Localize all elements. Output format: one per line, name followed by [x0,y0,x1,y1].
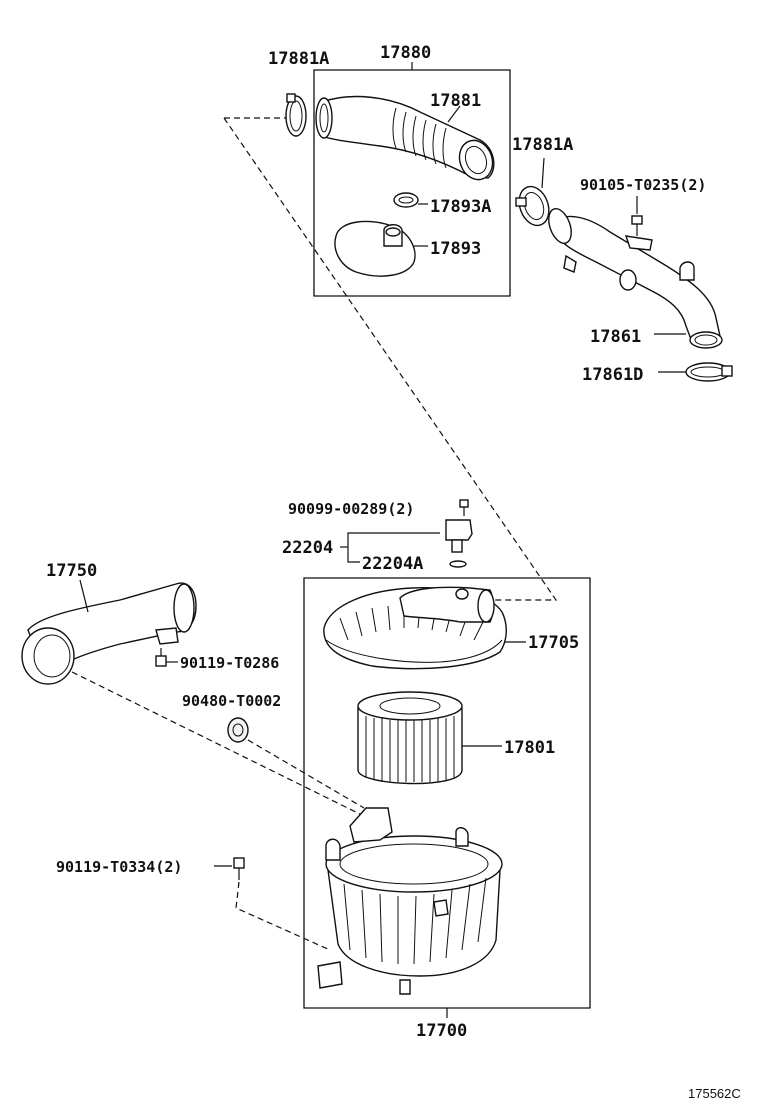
label-17893: 17893 [430,239,481,259]
bolt-90119-T0286-icon [155,648,178,667]
intake-pipe-17750-icon [21,579,197,685]
assembly-box-17700 [303,577,591,1018]
resonator-17893-icon [334,220,428,277]
bolt-90119-T0334-icon [214,857,245,880]
leader-22204 [340,532,440,563]
clamp-17881A-top-icon [285,93,307,137]
grommet-90480-icon [227,717,249,743]
label-22204: 22204 [282,538,333,558]
assembly-box-17880 [313,62,511,297]
label-90119-T0334: 90119-T0334(2) [56,858,182,876]
screw-90099-icon [459,499,469,516]
label-22204A: 22204A [362,554,423,574]
clamp-17861D-icon [658,362,733,382]
label-17861D: 17861D [582,365,643,385]
label-17750: 17750 [46,561,97,581]
label-90480-T0002: 90480-T0002 [182,692,281,710]
label-17880: 17880 [380,43,431,63]
clamp-17893A-icon [393,192,428,208]
intake-hose-17881-icon [315,95,495,181]
air-cleaner-case-17700-icon [317,807,503,995]
label-90105-T0235: 90105-T0235(2) [580,176,706,194]
bolt-90105-icon [631,196,643,236]
label-17861: 17861 [590,327,641,347]
intake-duct-17861-icon [548,208,723,349]
label-17801: 17801 [504,738,555,758]
dashed-connection-lines [71,117,558,951]
label-17700: 17700 [416,1021,467,1041]
label-17881A-right: 17881A [512,135,573,155]
clamp-17881A-right-icon [515,157,550,227]
label-90099-00289: 90099-00289(2) [288,500,414,518]
label-17893A: 17893A [430,197,491,217]
airflow-sensor-22204-icon [445,519,473,568]
label-17881A-top: 17881A [268,49,329,69]
diagram-reference-code: 175562C [688,1086,741,1101]
air-cleaner-cap-17705-icon [323,586,526,670]
label-17705: 17705 [528,633,579,653]
filter-element-17801-icon [357,691,502,785]
label-17881: 17881 [430,91,481,111]
leader-17881 [447,105,461,123]
label-90119-T0286: 90119-T0286 [180,654,279,672]
